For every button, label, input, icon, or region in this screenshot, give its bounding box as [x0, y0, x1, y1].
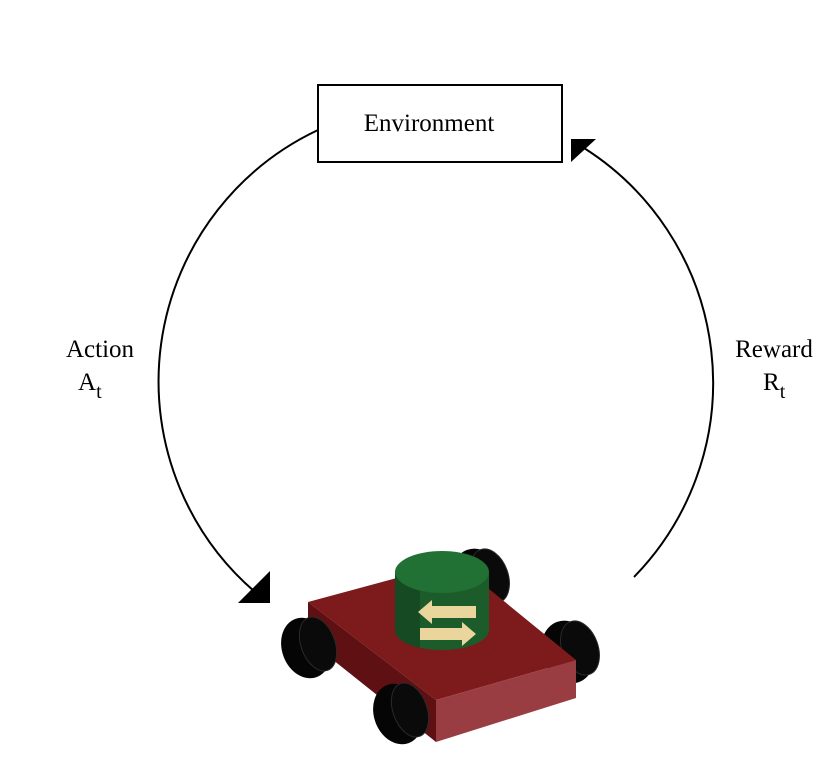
reward-symbol-subscript: t [780, 381, 786, 403]
reward-edge [571, 139, 715, 578]
environment-label: Environment [364, 110, 495, 137]
wheel-back-left [281, 616, 338, 679]
reward-label-group: Reward Rt [735, 336, 813, 403]
robot-car-icon [281, 548, 600, 745]
reward-symbol-main: R [763, 369, 780, 396]
reward-arc [583, 147, 715, 578]
action-arrowhead-icon [238, 571, 270, 603]
action-label-group: Action At [66, 336, 135, 403]
environment-node: Environment [317, 84, 563, 163]
cycle-arrows-icon [418, 600, 476, 646]
reward-arrowhead-icon [571, 139, 596, 162]
wheel-front-left [373, 682, 430, 745]
reward-label: Reward [735, 336, 813, 363]
action-symbol-subscript: t [96, 381, 102, 403]
action-symbol-main: A [78, 369, 96, 396]
action-label: Action [66, 336, 135, 363]
reward-symbol: Rt [763, 369, 786, 403]
cylinder-top [395, 551, 489, 593]
environment-box [317, 84, 563, 163]
action-arc [157, 129, 319, 593]
action-edge [157, 129, 319, 603]
chassis-front [436, 660, 576, 742]
action-symbol: At [78, 369, 102, 403]
agent-cylinder [394, 551, 489, 650]
